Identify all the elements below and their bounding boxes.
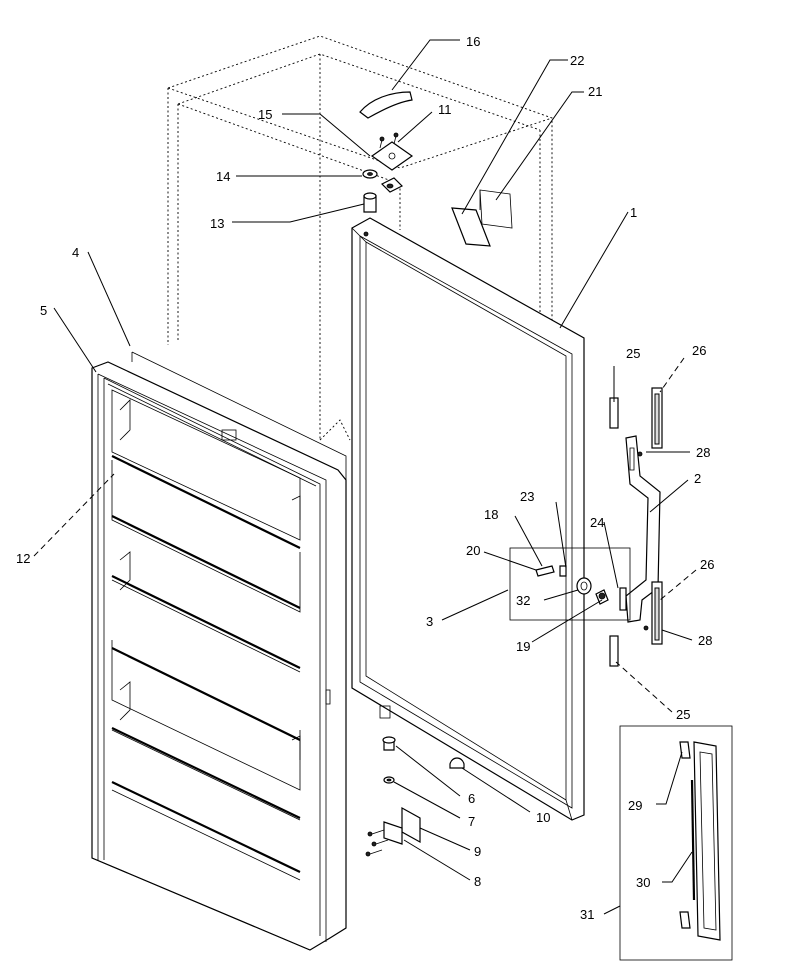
bottom-hinge — [365, 736, 465, 857]
cabinet-outline — [167, 35, 553, 601]
callout-10: 10 — [536, 810, 550, 825]
callout-28: 28 — [698, 633, 712, 648]
callout-labels: 1 2 3 4 5 6 7 8 9 10 11 12 13 14 15 16 1… — [16, 34, 714, 922]
leader-lines — [33, 39, 697, 915]
callout-11: 11 — [438, 102, 452, 117]
spacer-blocks — [451, 189, 513, 247]
door-liner — [91, 351, 347, 951]
callout-19: 19 — [516, 639, 530, 654]
callout-25: 25 — [676, 707, 690, 722]
callout-8: 8 — [474, 874, 481, 889]
lock-detail — [509, 547, 631, 621]
callout-1: 1 — [630, 205, 637, 220]
callout-5: 5 — [40, 303, 47, 318]
callout-16: 16 — [466, 34, 480, 49]
callout-20: 20 — [466, 543, 480, 558]
handle-inset-box — [619, 725, 733, 961]
door-panel — [351, 217, 585, 821]
callout-3: 3 — [426, 614, 433, 629]
callout-9: 9 — [474, 844, 481, 859]
hinge-cover — [359, 91, 413, 119]
callout-24: 24 — [590, 515, 604, 530]
callout-6: 6 — [468, 791, 475, 806]
callout-22: 22 — [570, 53, 584, 68]
callout-26: 26 — [692, 343, 706, 358]
top-hinge — [362, 132, 414, 213]
callout-29: 29 — [628, 798, 642, 813]
callout-7: 7 — [468, 814, 475, 829]
callout-14: 14 — [216, 169, 230, 184]
callout-4: 4 — [72, 245, 79, 260]
callout-2: 2 — [694, 471, 701, 486]
callout-18: 18 — [484, 507, 498, 522]
door-handle — [609, 387, 663, 667]
callout-26: 26 — [700, 557, 714, 572]
callout-12: 12 — [16, 551, 30, 566]
callout-31: 31 — [580, 907, 594, 922]
callout-23: 23 — [520, 489, 534, 504]
callout-13: 13 — [210, 216, 224, 231]
callout-25: 25 — [626, 346, 640, 361]
callout-15: 15 — [258, 107, 272, 122]
callout-32: 32 — [516, 593, 530, 608]
callout-28: 28 — [696, 445, 710, 460]
callout-21: 21 — [588, 84, 602, 99]
callout-30: 30 — [636, 875, 650, 890]
